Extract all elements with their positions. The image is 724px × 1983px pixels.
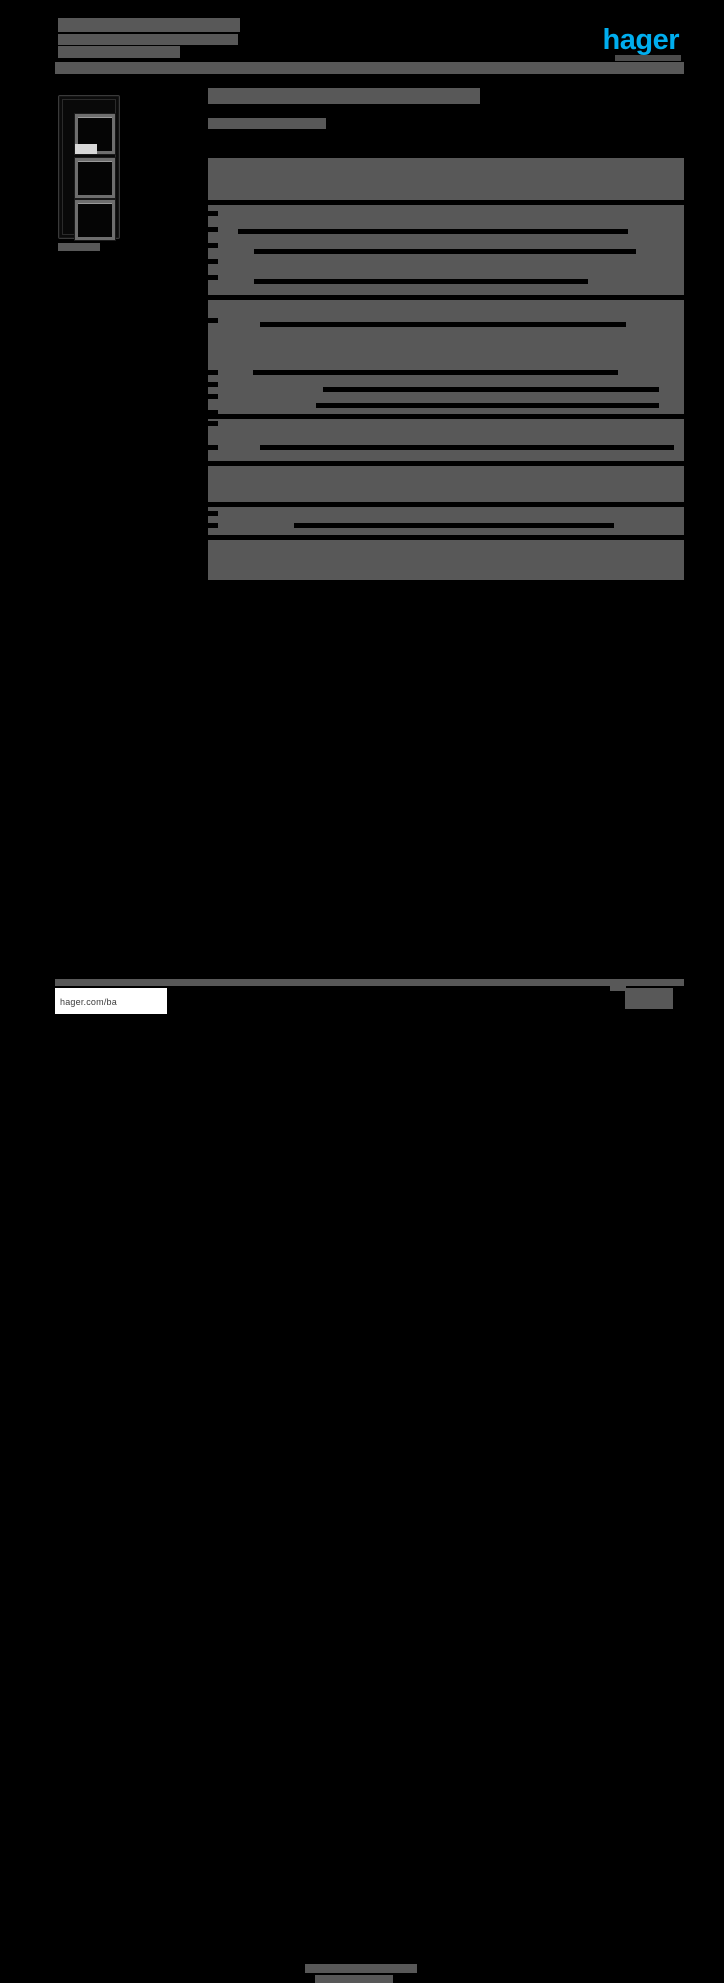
spec-row-tick <box>208 259 218 264</box>
spec-row-tick <box>208 382 218 387</box>
logo-underline-redaction <box>615 55 681 61</box>
spec-heading-block <box>208 88 684 139</box>
header-subtitle-redaction <box>58 46 180 58</box>
spec-group-band <box>208 540 684 580</box>
spec-group <box>208 466 684 502</box>
spec-leader-line <box>254 249 636 254</box>
footer-right-redaction <box>625 988 673 1009</box>
spec-row-tick <box>208 421 218 426</box>
header-title-redaction-line-1 <box>58 18 240 32</box>
spec-row-tick <box>208 318 218 323</box>
spec-leader-line <box>238 229 628 234</box>
spec-leader-line <box>323 387 659 392</box>
spec-group-band <box>208 466 684 502</box>
spec-row-tick <box>208 243 218 248</box>
product-aperture-3 <box>75 200 115 240</box>
product-caption-redaction <box>58 243 100 251</box>
footer-center-line-2 <box>315 1975 393 1983</box>
header-title-block <box>58 18 240 58</box>
spec-row-tick <box>208 410 218 415</box>
spec-row-tick <box>208 523 218 528</box>
spec-value-dot <box>561 279 566 284</box>
footer-center-redaction <box>305 1964 417 1983</box>
spec-group <box>208 540 684 580</box>
footer-center-line-1 <box>305 1964 417 1973</box>
spec-row-tick <box>208 445 218 450</box>
header-rule-redaction <box>55 62 684 74</box>
spec-row-tick <box>208 394 218 399</box>
product-aperture-2 <box>75 158 115 198</box>
spec-leader-line <box>294 523 614 528</box>
spec-leader-line <box>260 445 674 450</box>
spec-table <box>208 158 684 585</box>
spec-group-band <box>208 158 684 200</box>
spec-subtitle-redaction <box>208 118 326 129</box>
spec-group-band <box>208 419 684 461</box>
spec-group-band <box>208 300 684 414</box>
product-frame-outer <box>58 95 120 240</box>
spec-group <box>208 419 684 461</box>
spec-row-tick <box>208 370 218 375</box>
spec-leader-line <box>316 403 659 408</box>
footer-rule-redaction <box>55 979 684 986</box>
product-aperture-1 <box>75 114 115 154</box>
product-frame-inner <box>62 99 116 240</box>
spec-group <box>208 300 684 415</box>
spec-value-dot <box>546 279 551 284</box>
spec-row-tick <box>208 511 218 516</box>
page-header: hager <box>0 0 724 78</box>
spec-row-tick <box>208 227 218 232</box>
spec-group <box>208 507 684 535</box>
spec-leader-line <box>254 279 588 284</box>
spec-group-band <box>208 507 684 535</box>
spec-row-tick <box>208 275 218 280</box>
product-image <box>58 95 120 240</box>
spec-row-tick <box>208 211 218 216</box>
spec-group <box>208 205 684 295</box>
footer-url-link[interactable]: hager.com/ba <box>60 997 117 1007</box>
spec-leader-line <box>253 370 618 375</box>
footer-url-box <box>55 988 167 1014</box>
spec-title-redaction <box>208 88 480 104</box>
header-title-redaction-line-2 <box>58 34 238 45</box>
hager-logo[interactable]: hager <box>602 24 680 56</box>
spec-leader-line <box>260 322 626 327</box>
footer-right-redaction-small <box>610 985 626 991</box>
spec-group <box>208 158 684 200</box>
